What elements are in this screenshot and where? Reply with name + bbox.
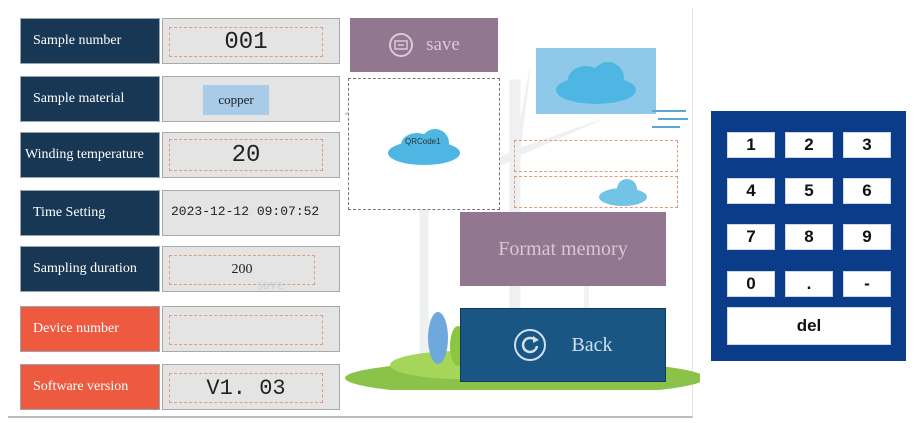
placeholder-field-1 (514, 140, 678, 172)
key-dot[interactable]: . (785, 271, 833, 297)
qr-code-area: QRCode1 (348, 78, 500, 210)
format-memory-button[interactable]: Format memory (460, 212, 666, 286)
back-button[interactable]: Back (460, 308, 666, 382)
sample-number-box: 001 (162, 18, 340, 64)
key-4[interactable]: 4 (727, 178, 775, 204)
key-7[interactable]: 7 (727, 224, 775, 250)
key-minus[interactable]: - (843, 271, 891, 297)
key-2[interactable]: 2 (785, 132, 833, 158)
key-1[interactable]: 1 (727, 132, 775, 158)
sample-material-select[interactable]: copper (203, 85, 269, 115)
save-icon (389, 33, 414, 57)
save-button[interactable]: save (350, 18, 498, 72)
sample-material-label: Sample material (20, 76, 160, 122)
sampling-duration-label: Sampling duration (20, 246, 160, 292)
sampling-duration-box: 200 save (162, 246, 340, 293)
back-button-label: Back (571, 333, 613, 356)
save-button-label: save (426, 34, 460, 55)
device-number-box (162, 306, 340, 352)
sky-cloud-panel (536, 48, 656, 114)
time-setting-value[interactable]: 2023-12-12 09:07:52 (171, 204, 320, 219)
qr-code-label: QRCode1 (405, 137, 441, 146)
cloud-icon (599, 179, 647, 206)
screen-frame (8, 8, 693, 418)
placeholder-field-2 (514, 176, 678, 208)
sample-number-input[interactable]: 001 (169, 27, 323, 57)
time-setting-box: 2023-12-12 09:07:52 (162, 190, 340, 236)
key-8[interactable]: 8 (785, 224, 833, 250)
software-version-value: V1. 03 (169, 373, 323, 403)
sampling-duration-input[interactable]: 200 (169, 255, 315, 285)
winding-temperature-input[interactable]: 20 (169, 139, 323, 171)
software-version-label: Software version (20, 364, 160, 410)
refresh-icon (514, 329, 547, 361)
key-6[interactable]: 6 (843, 178, 891, 204)
cloud-icon (556, 62, 636, 104)
sample-material-box: copper (162, 76, 340, 122)
time-setting-label: Time Setting (20, 190, 160, 236)
device-number-label: Device number (20, 306, 160, 352)
format-memory-label: Format memory (498, 237, 628, 260)
cloud-icon (388, 129, 460, 165)
key-9[interactable]: 9 (843, 224, 891, 250)
key-5[interactable]: 5 (785, 178, 833, 204)
winding-temperature-box: 20 (162, 132, 340, 178)
software-version-box: V1. 03 (162, 364, 340, 410)
sample-number-label: Sample number (20, 18, 160, 64)
ghost-save-text: save (257, 277, 284, 293)
key-0[interactable]: 0 (727, 271, 775, 297)
numeric-keypad: 1 2 3 4 5 6 7 8 9 0 . - del (711, 111, 906, 361)
wind-lines-icon (652, 110, 688, 128)
device-number-input[interactable] (169, 315, 323, 345)
winding-temperature-label: Winding temperature (20, 132, 160, 178)
key-3[interactable]: 3 (843, 132, 891, 158)
key-del[interactable]: del (727, 307, 891, 345)
